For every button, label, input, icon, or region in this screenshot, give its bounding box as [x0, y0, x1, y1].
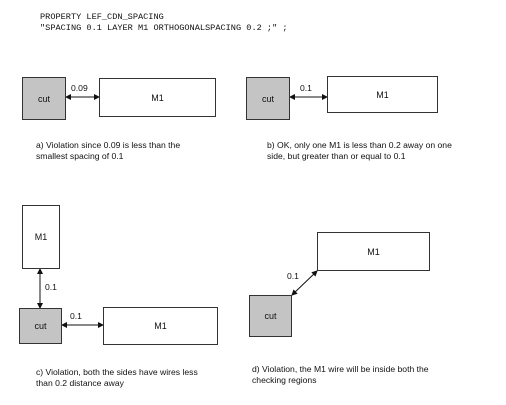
panel-d-cut-box: cut	[249, 295, 292, 337]
panel-b-cut-label: cut	[261, 93, 274, 104]
panel-b-cut-box: cut	[246, 77, 290, 120]
panel-b-spacing-label: 0.1	[300, 83, 312, 93]
panel-b-caption: b) OK, only one M1 is less than 0.2 away…	[267, 140, 452, 161]
panel-a-cut-box: cut	[22, 77, 66, 120]
panel-a-spacing-label: 0.09	[71, 83, 88, 93]
panel-c-m1-right-label: M1	[154, 321, 167, 331]
panel-d-caption: d) Violation, the M1 wire will be inside…	[252, 364, 429, 385]
panel-c-cut-box: cut	[19, 308, 62, 344]
panel-c-vertical-spacing-label: 0.1	[45, 282, 57, 292]
panel-c-cut-label: cut	[34, 321, 47, 331]
panel-b-m1-label: M1	[376, 89, 389, 100]
panel-a-m1-wire: M1	[99, 78, 216, 117]
panel-c-caption: c) Violation, both the sides have wires …	[36, 367, 198, 388]
panel-c-m1-top-wire: M1	[22, 205, 60, 269]
panel-c-horizontal-spacing-label: 0.1	[70, 311, 82, 321]
spacing-rule-line: "SPACING 0.1 LAYER M1 ORTHOGONALSPACING …	[40, 23, 288, 33]
panel-d-cut-label: cut	[264, 311, 277, 321]
panel-c-m1-top-label: M1	[34, 232, 48, 242]
panel-a-m1-label: M1	[151, 92, 164, 103]
property-line: PROPERTY LEF_CDN_SPACING	[40, 12, 164, 22]
panel-a-cut-label: cut	[37, 93, 50, 104]
panel-c-m1-right-wire: M1	[103, 307, 218, 345]
panel-d-m1-label: M1	[367, 246, 380, 257]
panel-a-caption: a) Violation since 0.09 is less than the…	[36, 140, 181, 161]
panel-d-spacing-label: 0.1	[287, 271, 299, 281]
panel-b-m1-wire: M1	[327, 76, 438, 113]
panel-d-m1-wire: M1	[317, 232, 430, 271]
